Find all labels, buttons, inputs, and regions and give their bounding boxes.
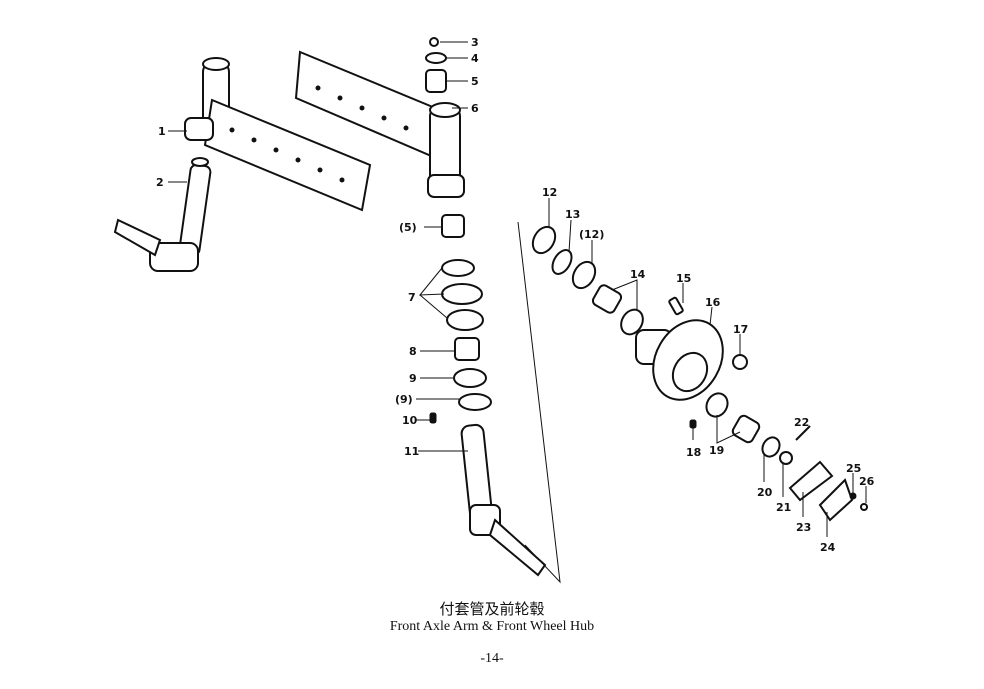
wheel-hub-drawing bbox=[531, 225, 868, 522]
callout-21: 21 bbox=[776, 501, 791, 514]
callout-12-paren: (12) bbox=[579, 228, 604, 241]
callout-6: 6 bbox=[471, 102, 479, 115]
right-axle-arm-drawing bbox=[294, 50, 465, 198]
bushing-stack-drawing bbox=[425, 37, 547, 577]
callout-18: 18 bbox=[686, 446, 701, 459]
callout-1: 1 bbox=[158, 125, 166, 138]
callout-3: 3 bbox=[471, 36, 479, 49]
callout-5-paren: (5) bbox=[399, 221, 417, 234]
callout-25: 25 bbox=[846, 462, 861, 475]
callout-4: 4 bbox=[471, 52, 479, 65]
callout-2: 2 bbox=[156, 176, 164, 189]
callout-5: 5 bbox=[471, 75, 479, 88]
callout-23: 23 bbox=[796, 521, 811, 534]
caption-title-chinese: 付套管及前轮毂 bbox=[439, 600, 545, 618]
assembly-guide-line bbox=[517, 221, 561, 584]
callout-22: 22 bbox=[794, 416, 809, 429]
callout-19: 19 bbox=[709, 444, 724, 457]
caption-title-english: Front Axle Arm & Front Wheel Hub bbox=[389, 619, 595, 634]
callout-17: 17 bbox=[733, 323, 748, 336]
callout-8: 8 bbox=[409, 345, 417, 358]
callout-24: 24 bbox=[820, 541, 836, 554]
callout-13: 13 bbox=[565, 208, 580, 221]
callout-26: 26 bbox=[859, 475, 875, 488]
left-axle-arm-drawing bbox=[113, 57, 372, 272]
page-number: -14- bbox=[480, 651, 504, 666]
callout-7: 7 bbox=[408, 291, 416, 304]
callout-9-paren: (9) bbox=[395, 393, 413, 406]
callout-16: 16 bbox=[705, 296, 721, 309]
callout-11: 11 bbox=[404, 445, 419, 458]
callout-14: 14 bbox=[630, 268, 646, 281]
callout-labels: 1 2 3 4 5 6 (5) 7 8 9 (9) 10 11 12 13 (1… bbox=[156, 36, 875, 554]
callout-10: 10 bbox=[402, 414, 418, 427]
callout-9: 9 bbox=[409, 372, 417, 385]
callout-15: 15 bbox=[676, 272, 691, 285]
callout-12: 12 bbox=[542, 186, 557, 199]
callout-20: 20 bbox=[757, 486, 773, 499]
